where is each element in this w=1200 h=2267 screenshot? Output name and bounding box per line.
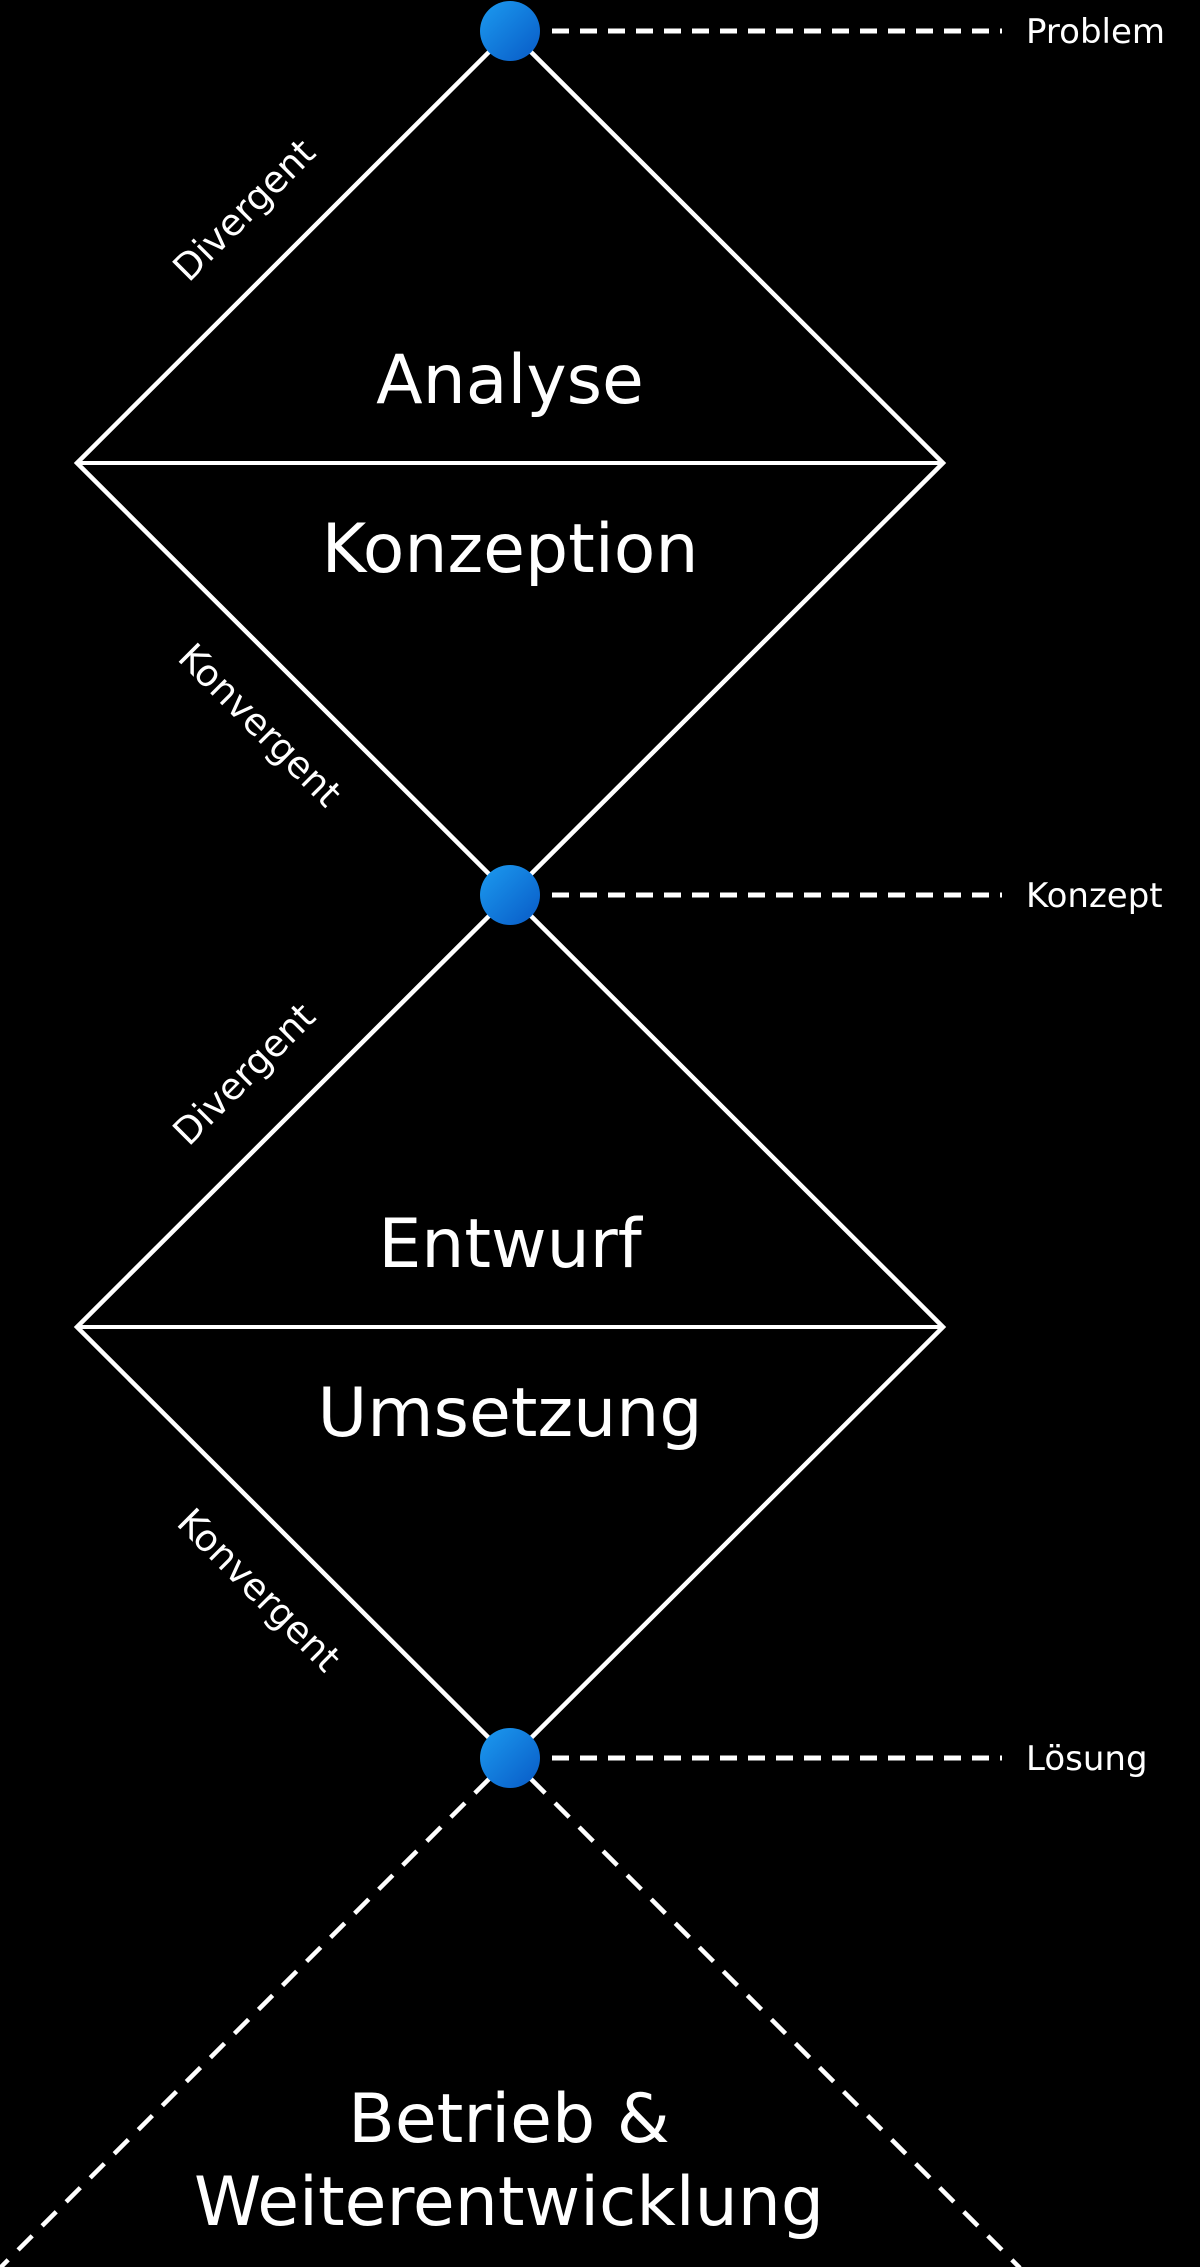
diamond2-divergent-label: Divergent (165, 995, 324, 1154)
outlook-dashed-line-right (529, 1777, 1022, 2267)
outlook-dashed-line-left (0, 1777, 491, 2267)
problem-milestone-dot (480, 1, 540, 61)
konzept-milestone-label: Konzept (1026, 876, 1163, 916)
loesung-milestone-dot (480, 1728, 540, 1788)
footer-line1: Betrieb & (348, 2080, 670, 2159)
diamond1-divergent-label: Divergent (165, 131, 324, 290)
loesung-milestone-label: Lösung (1026, 1739, 1148, 1779)
diamond1-top-phase-label: Analyse (376, 341, 644, 420)
diamond1-bottom-phase-label: Konzeption (322, 510, 699, 589)
diamond2-bottom-phase-label: Umsetzung (318, 1374, 703, 1453)
diamond1-convergent-label: Konvergent (170, 635, 350, 815)
konzept-milestone-dot (480, 865, 540, 925)
problem-milestone-label: Problem (1026, 12, 1165, 52)
diamond2-convergent-label: Konvergent (169, 1500, 349, 1680)
footer-line2: Weiterentwicklung (194, 2163, 824, 2242)
diamond2-top-phase-label: Entwurf (378, 1205, 643, 1284)
